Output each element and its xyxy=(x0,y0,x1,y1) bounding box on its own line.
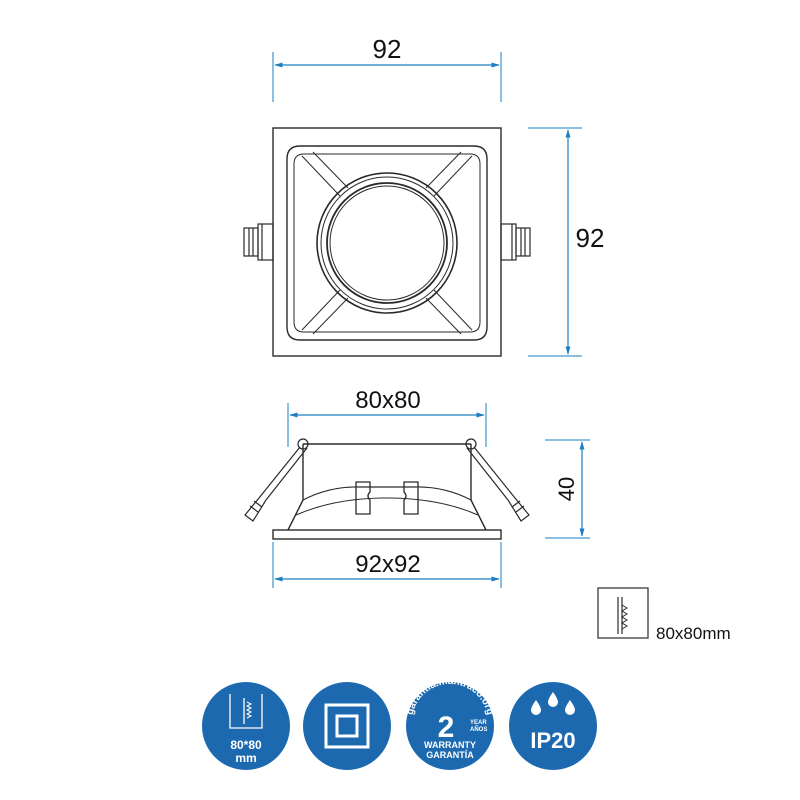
badge-warranty: garantia.mantraco.org 2 YEAR AÑOS WARRAN… xyxy=(405,676,495,770)
side-outer-width-label: 92x92 xyxy=(355,551,420,578)
lamp-outer-ring xyxy=(316,172,458,314)
badge-ip-rating: IP20 xyxy=(509,682,597,770)
side-depth-label: 40 xyxy=(554,477,579,501)
outer-frame xyxy=(272,127,502,357)
center-clip-left xyxy=(355,481,371,515)
warranty-line1: WARRANTY xyxy=(424,740,476,750)
warranty-line2: GARANTÍA xyxy=(426,750,474,760)
left-spring-clip xyxy=(243,223,274,261)
square-cutout-saw-icon xyxy=(597,587,649,639)
center-clip-right xyxy=(403,481,419,515)
side-view xyxy=(244,403,590,588)
top-height-label: 92 xyxy=(576,223,605,253)
badge-double-insulation xyxy=(303,682,391,770)
cutout-label: 80x80mm xyxy=(656,624,731,643)
right-spring-clip xyxy=(500,223,531,261)
badge-cutout-size: 80*80 mm xyxy=(202,682,290,770)
side-outer-width-dimension xyxy=(272,542,502,588)
side-depth-dimension xyxy=(545,439,590,539)
warranty-small-top: YEAR xyxy=(470,720,487,726)
ip-rating-label: IP20 xyxy=(530,728,575,753)
cutout-saw-icon xyxy=(229,694,263,729)
warranty-number: 2 xyxy=(438,711,455,744)
warranty-small-bottom: AÑOS xyxy=(470,726,487,733)
left-spring-arm xyxy=(244,438,309,522)
inner-bevel xyxy=(286,145,488,341)
diagonal-ribs xyxy=(301,151,473,335)
double-insulation-class-ii-icon xyxy=(324,703,370,749)
water-drops-icon xyxy=(531,692,575,715)
top-width-label: 92 xyxy=(373,34,402,64)
flange xyxy=(272,529,502,540)
bevel-body xyxy=(287,499,487,531)
lamp-inner-ring xyxy=(326,182,448,304)
top-view xyxy=(243,52,582,357)
badge-cutout-line1: 80*80 xyxy=(230,738,262,752)
badge-cutout-line2: mm xyxy=(235,751,256,765)
side-inner-width-dimension xyxy=(287,403,487,447)
right-spring-arm xyxy=(465,438,530,522)
top-height-dimension xyxy=(528,127,582,357)
top-width-dimension xyxy=(272,52,502,102)
side-inner-width-label: 80x80 xyxy=(355,387,420,414)
